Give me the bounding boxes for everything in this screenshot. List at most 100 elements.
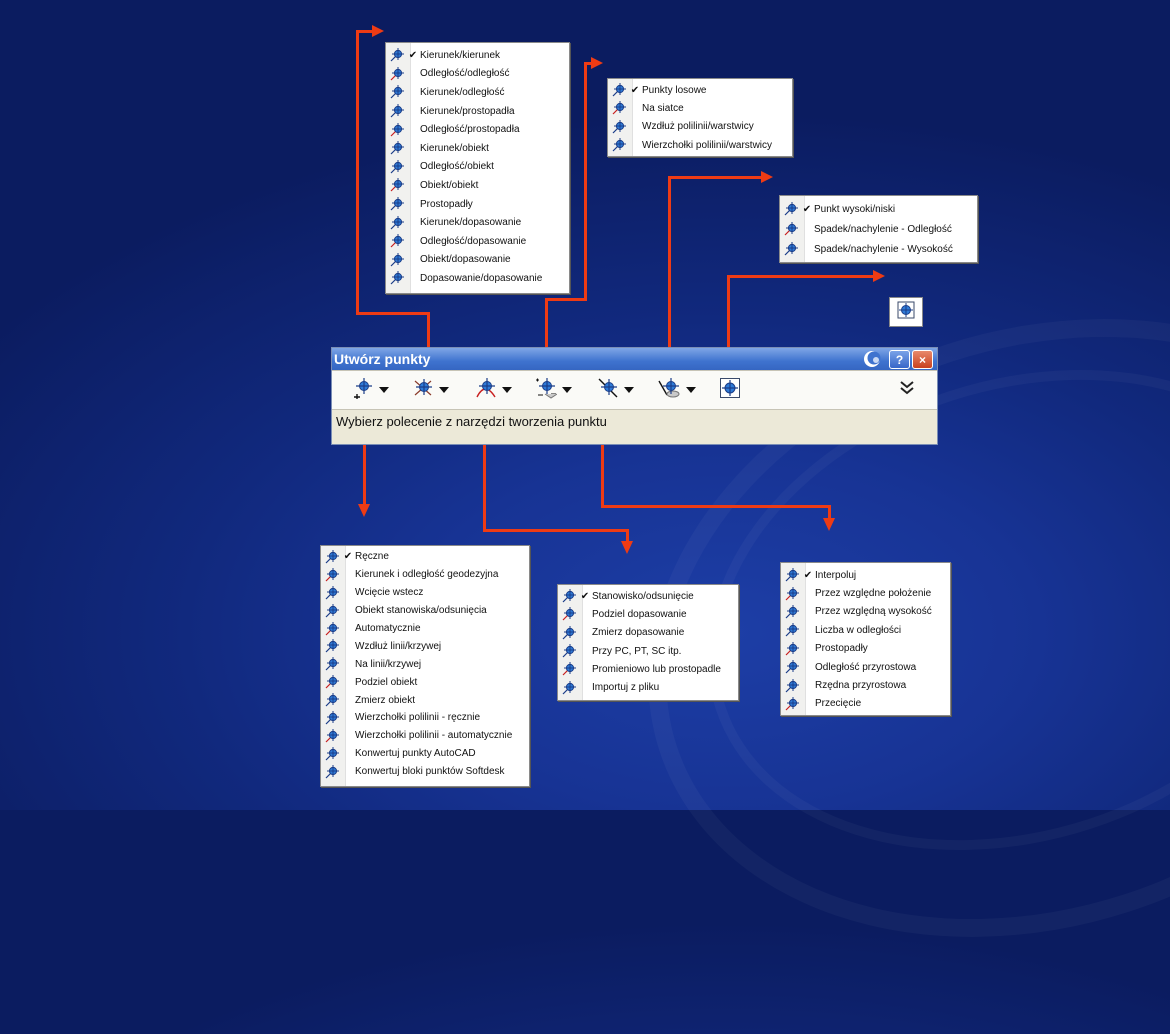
menu-item-label: Kierunek i odległość geodezyjna <box>355 569 499 581</box>
settings-tool[interactable] <box>719 377 741 403</box>
arrow-line <box>356 312 430 315</box>
menu-item[interactable]: Importuj z pliku <box>558 678 738 696</box>
arrow-line <box>356 30 359 315</box>
point-command-icon <box>386 251 408 270</box>
arrow-line <box>545 298 587 301</box>
slope-point-tool[interactable] <box>657 377 696 403</box>
menu-item[interactable]: Rzędna przyrostowa <box>781 676 950 694</box>
arrow-line <box>626 529 629 541</box>
window-title-bar[interactable]: Utwórz punkty ? × <box>332 348 937 370</box>
menu-item[interactable]: Odległość/dopasowanie <box>386 232 569 251</box>
menu-item-label: Na linii/krzywej <box>355 658 422 670</box>
arrow-head <box>761 171 773 183</box>
point-command-icon <box>781 676 803 694</box>
menu-item-label: Przez względną wysokość <box>815 606 932 618</box>
menu-item[interactable]: Odległość przyrostowa <box>781 658 950 676</box>
menu-item[interactable]: Na linii/krzywej <box>321 655 529 673</box>
point-alignment-icon <box>475 377 497 404</box>
menu-item[interactable]: ✔Stanowisko/odsunięcie <box>558 587 738 605</box>
help-button[interactable]: ? <box>889 350 910 369</box>
menu-item[interactable]: Wierzchołki polilinii/warstwicy <box>608 136 792 154</box>
point-command-icon <box>321 566 343 584</box>
menu-item[interactable]: Odległość/odległość <box>386 65 569 84</box>
menu-item[interactable]: Przez względną wysokość <box>781 603 950 621</box>
menu-item-label: Spadek/nachylenie - Odległość <box>814 223 952 235</box>
menu-item[interactable]: Podziel obiekt <box>321 673 529 691</box>
menu-item-label: Na siatce <box>642 102 684 114</box>
point-command-icon <box>321 709 343 727</box>
arrow-line <box>584 62 592 65</box>
menu-item[interactable]: Prostopadły <box>781 640 950 658</box>
menu-item[interactable]: Przy PC, PT, SC itp. <box>558 642 738 660</box>
menu-item[interactable]: Spadek/nachylenie - Wysokość <box>780 239 977 259</box>
menu-item[interactable]: Liczba w odległości <box>781 621 950 639</box>
point-command-icon <box>558 678 580 696</box>
miscellaneous-point-tool[interactable] <box>352 377 389 403</box>
arrow-head <box>621 541 633 554</box>
menu-item[interactable]: Kierunek/obiekt <box>386 139 569 158</box>
menu-item[interactable]: ✔Ręczne <box>321 548 529 566</box>
menu-item[interactable]: Prostopadły <box>386 195 569 214</box>
point-settings-icon <box>719 377 741 404</box>
menu-item[interactable]: Zmierz obiekt <box>321 691 529 709</box>
menu-item[interactable]: Kierunek i odległość geodezyjna <box>321 566 529 584</box>
close-button[interactable]: × <box>912 350 933 369</box>
menu-item[interactable]: Podziel dopasowanie <box>558 605 738 623</box>
point-command-icon <box>608 99 630 117</box>
menu-item[interactable]: Kierunek/dopasowanie <box>386 213 569 232</box>
menu-item[interactable]: ✔Interpoluj <box>781 566 950 584</box>
double-chevron-down-icon <box>898 379 916 402</box>
menu-item[interactable]: Kierunek/prostopadła <box>386 102 569 121</box>
alignment-point-tool[interactable] <box>475 377 512 403</box>
menu-item[interactable]: Spadek/nachylenie - Odległość <box>780 219 977 239</box>
menu-item[interactable]: Wzdłuż polilinii/warstwicy <box>608 118 792 136</box>
menu-item-label: Kierunek/odległość <box>420 86 505 98</box>
menu-item[interactable]: Przecięcie <box>781 695 950 713</box>
surface-point-tool[interactable] <box>535 377 572 403</box>
menu-item[interactable]: Dopasowanie/dopasowanie <box>386 269 569 288</box>
menu-item[interactable]: Automatycznie <box>321 620 529 638</box>
menu-item[interactable]: Odległość/prostopadła <box>386 120 569 139</box>
check-icon: ✔ <box>580 590 590 602</box>
menu-item-label: Wzdłuż linii/krzywej <box>355 640 442 652</box>
menu-item-label: Odległość/odległość <box>420 68 510 80</box>
arrow-head <box>873 270 885 282</box>
menu-item[interactable]: Wierzchołki polilinii - ręcznie <box>321 709 529 727</box>
menu-item[interactable]: Na siatce <box>608 99 792 117</box>
menu-item[interactable]: Wierzchołki polilinii - automatycznie <box>321 727 529 745</box>
point-intersection-icon <box>412 377 434 404</box>
menu-item-label: Dopasowanie/dopasowanie <box>420 272 543 284</box>
arrow-line <box>727 275 730 369</box>
menu-item[interactable]: Konwertuj punkty AutoCAD <box>321 745 529 763</box>
point-command-icon <box>558 660 580 678</box>
point-command-icon <box>386 83 408 102</box>
menu-item[interactable]: Obiekt/obiekt <box>386 176 569 195</box>
menu-item[interactable]: Wcięcie wstecz <box>321 584 529 602</box>
intersection-point-tool[interactable] <box>412 377 449 403</box>
menu-item[interactable]: ✔Kierunek/kierunek <box>386 46 569 65</box>
menu-item-label: Punkty losowe <box>642 84 707 96</box>
settings-point-icon <box>897 301 915 324</box>
menu-item[interactable]: Odległość/obiekt <box>386 158 569 177</box>
menu-item-label: Konwertuj bloki punktów Softdesk <box>355 766 505 778</box>
point-command-icon <box>781 621 803 639</box>
menu-item[interactable]: Obiekt/dopasowanie <box>386 251 569 270</box>
expand-chevron-button[interactable] <box>898 377 916 403</box>
menu-item[interactable]: Wzdłuż linii/krzywej <box>321 637 529 655</box>
help-balloon-icon[interactable] <box>860 350 882 368</box>
settings-icon-preview <box>889 297 923 327</box>
menu-item[interactable]: Zmierz dopasowanie <box>558 624 738 642</box>
arrow-line <box>363 441 366 505</box>
check-icon: ✔ <box>630 84 640 96</box>
menu-item[interactable]: Przez względne położenie <box>781 584 950 602</box>
menu-item[interactable]: Promieniowo lub prostopadle <box>558 660 738 678</box>
menu-item[interactable]: ✔Punkty losowe <box>608 81 792 99</box>
menu-item[interactable]: Kierunek/odległość <box>386 83 569 102</box>
menu-item[interactable]: Konwertuj bloki punktów Softdesk <box>321 763 529 781</box>
interpolate-point-tool[interactable] <box>597 377 634 403</box>
menu-item[interactable]: ✔Punkt wysoki/niski <box>780 199 977 219</box>
point-command-icon <box>780 239 802 259</box>
menu-item-label: Spadek/nachylenie - Wysokość <box>814 243 953 255</box>
menu-item[interactable]: Obiekt stanowiska/odsunięcia <box>321 602 529 620</box>
